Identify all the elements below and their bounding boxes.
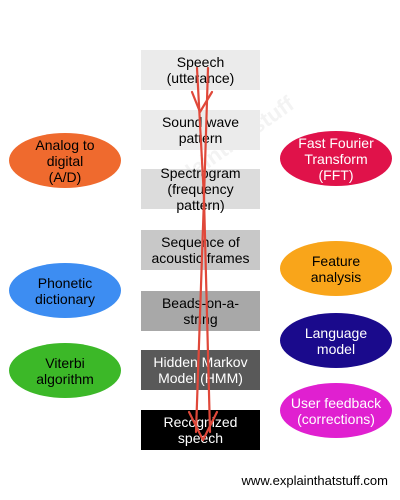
oval-phonetic-dictionary: Phonetic dictionary	[9, 263, 121, 318]
stage-acoustic-frames: Sequence of acoustic frames	[141, 230, 260, 270]
oval-fast-fourier-transform: Fast Fourier Transform (FFT)	[280, 131, 392, 186]
stage-sound-wave-pattern: Sound wave pattern	[141, 110, 260, 150]
site-credit: www.explainthatstuff.com	[241, 473, 388, 488]
oval-user-feedback: User feedback (corrections)	[280, 383, 392, 438]
oval-feature-analysis: Feature analysis	[280, 241, 392, 296]
stage-spectrogram: Spectrogram (frequency pattern)	[141, 165, 260, 213]
oval-analog-to-digital: Analog to digital (A/D)	[9, 133, 121, 188]
stage-recognized-speech: Recognized speech	[141, 410, 260, 450]
stage-speech-utterance: Speech (utterance)	[141, 50, 260, 90]
oval-language-model: Language model	[280, 313, 392, 368]
oval-viterbi-algorithm: Viterbi algorithm	[9, 343, 121, 398]
arrow-head-top	[190, 90, 214, 114]
stage-hidden-markov-model: Hidden Markov Model (HMM)	[141, 350, 260, 390]
stage-beads-on-a-string: Beads-on-a-string	[141, 291, 260, 331]
